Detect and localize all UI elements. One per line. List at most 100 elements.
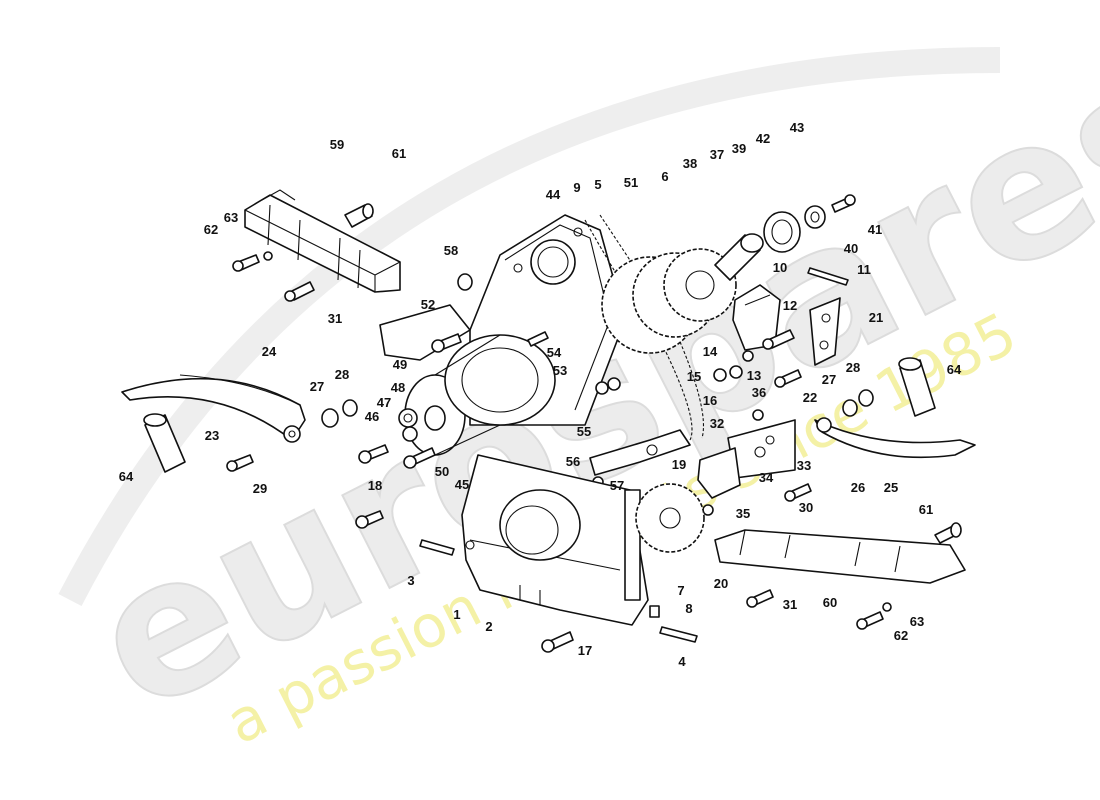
washers-48-47 (398, 408, 418, 442)
bracket-21 (809, 297, 841, 366)
stud-4 (659, 626, 698, 643)
pin-28-27-left (321, 399, 358, 428)
callout-29: 29 (253, 481, 267, 496)
pin-27-28-right (842, 389, 874, 417)
bolt-46 (358, 444, 389, 464)
callout-10: 10 (773, 260, 787, 275)
bolt-61-lower (934, 522, 962, 544)
callout-64: 64 (119, 469, 134, 484)
callout-55: 55 (577, 424, 591, 439)
plug-58 (457, 273, 473, 291)
chain-guide-lower-right (714, 529, 966, 584)
bolt-62-upper (232, 251, 273, 272)
callout-11: 11 (857, 262, 871, 277)
callout-59: 59 (330, 137, 344, 152)
callout-31: 31 (328, 311, 342, 326)
bolt-22 (774, 369, 802, 388)
callout-52: 52 (421, 297, 435, 312)
callout-27: 27 (310, 379, 324, 394)
shaft-42 (714, 233, 764, 281)
callout-25: 25 (884, 480, 898, 495)
sleeve-64-left (143, 413, 186, 473)
callout-32: 32 (710, 416, 724, 431)
bolt-18 (355, 510, 384, 529)
washers-15-16 (595, 377, 621, 395)
callout-33: 33 (797, 458, 811, 473)
callout-63: 63 (224, 210, 238, 225)
callout-4: 4 (678, 654, 686, 669)
callout-51: 51 (624, 175, 638, 190)
callout-42: 42 (756, 131, 770, 146)
callout-14: 14 (703, 344, 718, 359)
callout-57: 57 (610, 478, 624, 493)
callout-46: 46 (365, 409, 379, 424)
callout-1: 1 (453, 607, 460, 622)
callout-6: 6 (661, 169, 668, 184)
stud-3 (419, 539, 455, 556)
bolt-29 (226, 454, 254, 472)
callout-61: 61 (919, 502, 933, 517)
water-pump-pulley (379, 304, 556, 456)
tensioner-bracket (697, 419, 796, 499)
callout-48: 48 (391, 380, 405, 395)
callout-41: 41 (868, 222, 882, 237)
callout-23: 23 (205, 428, 219, 443)
chain-guide-left (121, 374, 306, 443)
callout-8: 8 (685, 601, 692, 616)
callout-28: 28 (846, 360, 860, 375)
callout-12: 12 (783, 298, 797, 313)
crank-sprocket-20 (635, 483, 705, 553)
callout-3: 3 (407, 573, 414, 588)
bolt-50 (403, 447, 436, 469)
bolt-31-lower (746, 589, 774, 608)
callout-28: 28 (335, 367, 349, 382)
callout-56: 56 (566, 454, 580, 469)
callout-43: 43 (790, 120, 804, 135)
callout-62: 62 (894, 628, 908, 643)
callout-54: 54 (547, 345, 562, 360)
callout-9: 9 (573, 180, 580, 195)
washers-14-13 (713, 350, 754, 382)
callout-44: 44 (546, 187, 561, 202)
callout-27: 27 (822, 372, 836, 387)
callout-30: 30 (799, 500, 813, 515)
chain-guide-upper-left (244, 189, 401, 293)
callout-2: 2 (485, 619, 492, 634)
callout-16: 16 (703, 393, 717, 408)
callout-37: 37 (710, 147, 724, 162)
callout-61: 61 (392, 146, 406, 161)
callout-40: 40 (844, 241, 858, 256)
callout-20: 20 (714, 576, 728, 591)
washer-40 (804, 205, 826, 229)
bolt-54 (527, 331, 549, 347)
callout-39: 39 (732, 141, 746, 156)
bolt-17 (541, 631, 574, 653)
pin-11 (807, 267, 849, 286)
front-cover (461, 454, 649, 626)
callout-45: 45 (455, 477, 469, 492)
callout-31: 31 (783, 597, 797, 612)
callout-21: 21 (869, 310, 883, 325)
callout-38: 38 (683, 156, 697, 171)
callout-17: 17 (578, 643, 592, 658)
callout-19: 19 (672, 457, 686, 472)
bolt-41 (831, 194, 856, 213)
callout-58: 58 (444, 243, 458, 258)
bolt-31-upper (284, 281, 315, 302)
nut-36 (752, 409, 764, 421)
bolt-61-upper (344, 203, 374, 228)
callout-63: 63 (910, 614, 924, 629)
callout-26: 26 (851, 480, 865, 495)
callout-7: 7 (677, 583, 684, 598)
callout-24: 24 (262, 344, 277, 359)
callout-22: 22 (803, 390, 817, 405)
callout-5: 5 (594, 177, 601, 192)
callout-15: 15 (687, 369, 701, 384)
callout-50: 50 (435, 464, 449, 479)
sleeve-64-right (898, 357, 936, 417)
callout-34: 34 (759, 470, 774, 485)
bolt-30 (784, 483, 812, 502)
callout-35: 35 (736, 506, 750, 521)
